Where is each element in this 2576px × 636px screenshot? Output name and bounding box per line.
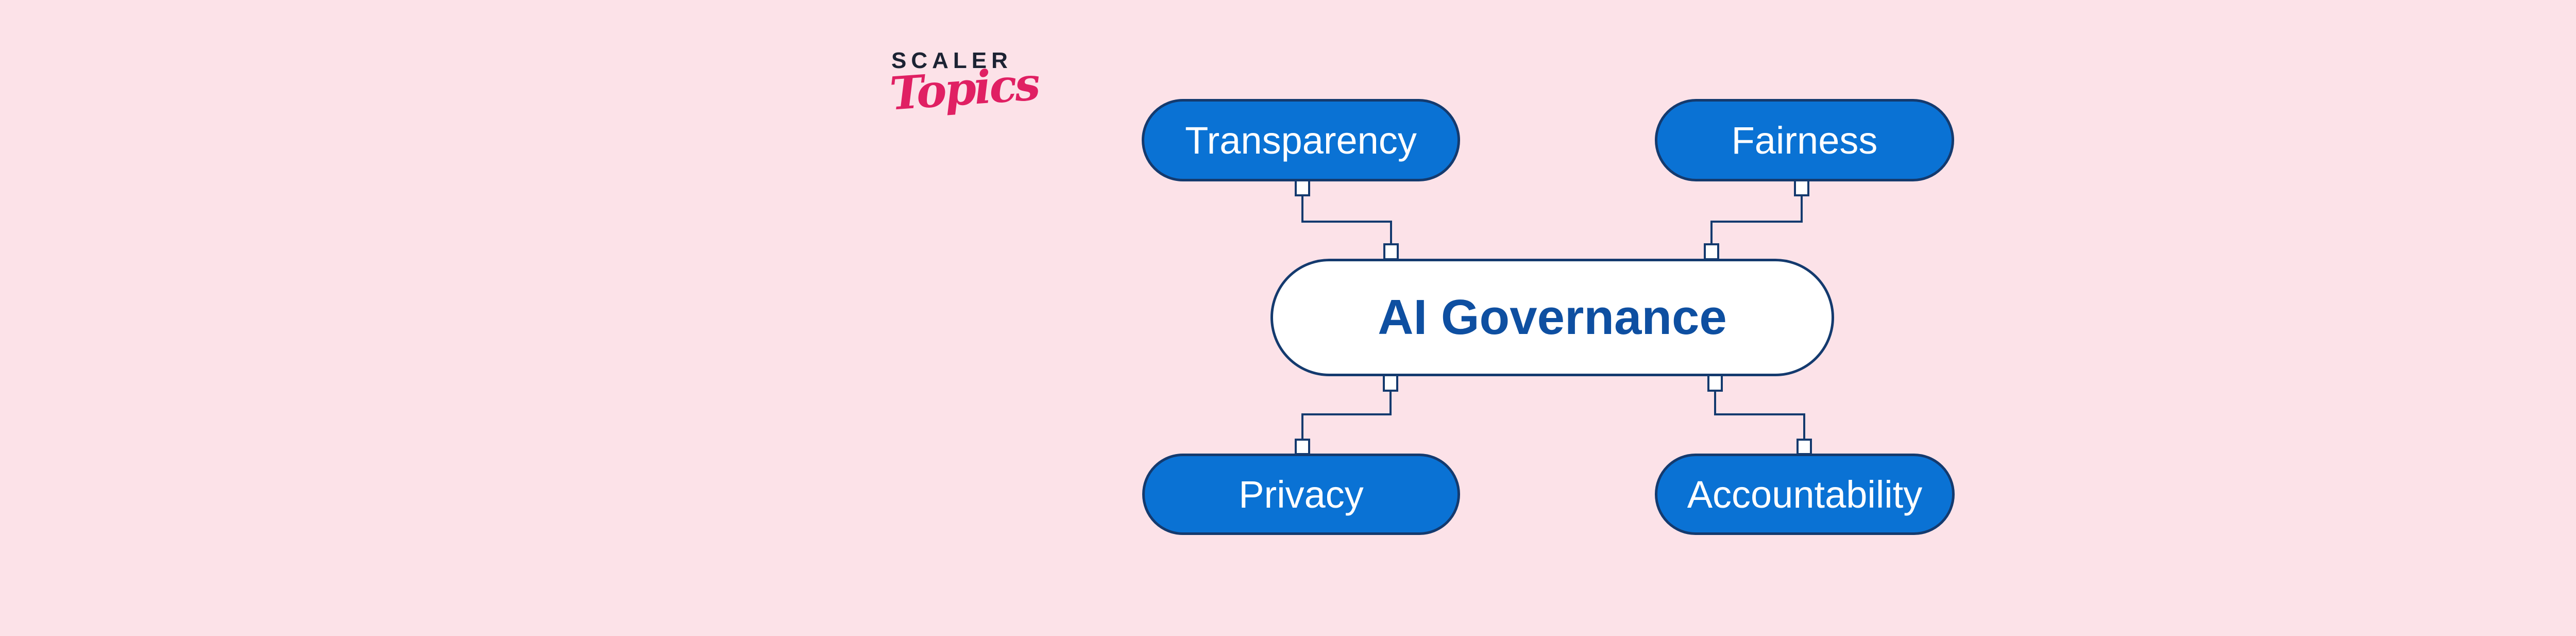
connector-fairness-to-center bbox=[1710, 195, 1803, 244]
scaler-topics-logo: SCALER Topics bbox=[888, 48, 1046, 121]
node-ai-governance: AI Governance bbox=[1270, 259, 1834, 376]
node-label: AI Governance bbox=[1378, 290, 1727, 345]
node-label: Fairness bbox=[1731, 119, 1878, 162]
connector-stub bbox=[1383, 243, 1399, 260]
connector-stub bbox=[1704, 243, 1719, 260]
connector-stub bbox=[1383, 374, 1398, 392]
connector-stub bbox=[1794, 179, 1809, 196]
node-privacy: Privacy bbox=[1142, 454, 1460, 535]
connector-stub bbox=[1295, 439, 1310, 455]
connector-transparency-to-center bbox=[1301, 195, 1392, 244]
node-accountability: Accountability bbox=[1655, 454, 1955, 535]
logo-wordmark-scaler: SCALER bbox=[891, 48, 1012, 73]
connector-stub bbox=[1295, 179, 1310, 196]
connector-center-to-accountability bbox=[1714, 391, 1805, 440]
connector-center-to-privacy bbox=[1301, 391, 1392, 440]
node-label: Transparency bbox=[1185, 119, 1417, 162]
node-transparency: Transparency bbox=[1142, 99, 1460, 181]
node-fairness: Fairness bbox=[1655, 99, 1954, 181]
connector-stub bbox=[1797, 439, 1812, 455]
node-label: Accountability bbox=[1687, 473, 1923, 516]
connector-stub bbox=[1707, 374, 1723, 392]
node-label: Privacy bbox=[1239, 473, 1364, 516]
